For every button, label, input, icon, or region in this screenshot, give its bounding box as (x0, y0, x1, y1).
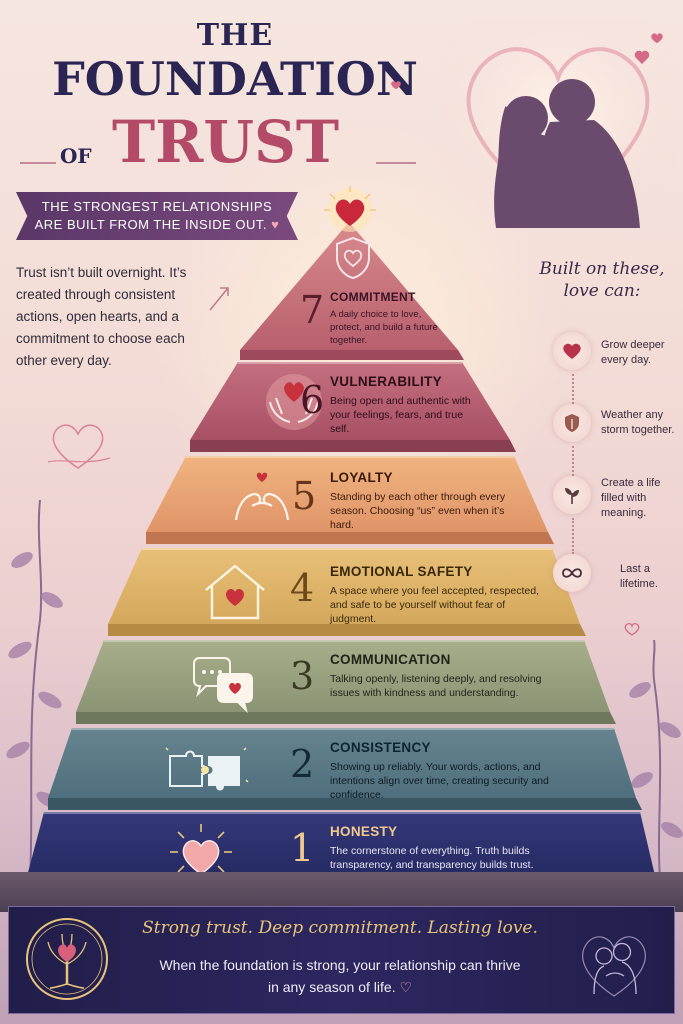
small-heart-icon (624, 622, 640, 636)
pyramid-tier-2 (48, 728, 648, 818)
benefit-text-2: Weather any storm together. (601, 409, 675, 436)
benefit-connector (572, 518, 574, 554)
couple-silhouette-icon (440, 18, 676, 228)
footer-text: When the foundation is strong, your rela… (140, 954, 540, 998)
benefit-sprout-icon (553, 476, 591, 514)
title-of: OF (60, 144, 92, 168)
tier-face (240, 222, 458, 350)
title-the: THE (196, 18, 274, 53)
tree-heart-emblem-icon (26, 918, 108, 1000)
footer-heart-icon: ♡ (399, 979, 413, 995)
tier-title-5: LOYALTY (330, 470, 393, 485)
title-trust: TRUST (112, 108, 339, 176)
glowing-heart-icon (166, 822, 236, 887)
benefit-infinity-icon (553, 554, 591, 592)
tier-description-5: Standing by each other through every sea… (330, 491, 506, 531)
tier-description-7: A daily choice to love, protect, and bui… (330, 309, 438, 346)
small-heart-icon (391, 81, 401, 90)
arrow-doodle-icon (209, 287, 229, 311)
tier-title-7: COMMITMENT (330, 290, 416, 304)
intro-heart-doodle-icon (47, 424, 111, 469)
benefit-connector (572, 374, 574, 404)
pyramid-tier-4 (108, 548, 592, 644)
house-heart-icon (200, 562, 270, 627)
tier-number-6: 6 (300, 378, 325, 422)
banner-line-2: ARE BUILT FROM THE INSIDE OUT. (34, 217, 268, 232)
tier-face (146, 456, 548, 532)
stone-ground (0, 872, 683, 912)
benefit-heart-icon (553, 332, 591, 370)
tier-description-2: Showing up reliably. Your words, actions… (330, 761, 549, 801)
sidebar-title: Built on these, love can: (532, 258, 672, 302)
tier-face (190, 362, 510, 440)
pinky-promise-icon (230, 470, 294, 531)
pyramid-tier-6 (190, 362, 522, 460)
intro-text: Trust isn’t built overnight. It’s create… (16, 265, 187, 368)
tier-title-6: VULNERABILITY (330, 374, 442, 389)
tier-description-3: Talking openly, listening deeply, and re… (330, 673, 542, 699)
tier-side (48, 798, 642, 810)
sidebar-title-line-1: Built on these, (539, 259, 665, 279)
tier-number-3: 3 (290, 654, 315, 698)
title-divider-right (376, 162, 416, 164)
tier-description-4: A space where you feel accepted, respect… (330, 585, 539, 625)
chat-bubbles-icon (188, 654, 258, 719)
subtitle-banner: THE STRONGEST RELATIONSHIPS ARE BUILT FR… (16, 192, 298, 240)
tier-face (48, 728, 636, 798)
tier-side (190, 440, 516, 452)
footer-panel (8, 906, 675, 1014)
banner-heart-icon: ♥ (271, 217, 280, 232)
tier-side (76, 712, 616, 724)
footer-tagline: Strong trust. Deep commitment. Lasting l… (142, 918, 538, 938)
small-heart-icon (651, 33, 663, 44)
benefit-text-4: Last a lifetime. (620, 563, 658, 590)
tier-side (240, 350, 464, 360)
tier-number-7: 7 (300, 288, 325, 332)
benefit-text-3: Create a life filled with meaning. (601, 477, 661, 519)
title-divider-left (20, 162, 56, 164)
tier-number-5: 5 (292, 474, 317, 518)
footer-text-line-1: When the foundation is strong, your rela… (159, 957, 521, 973)
pyramid-tier-5 (146, 456, 560, 552)
apex-glowing-heart-icon (322, 186, 378, 239)
leaf-branch-right-icon (629, 640, 683, 880)
tier-face (108, 548, 580, 624)
tier-title-2: CONSISTENCY (330, 740, 431, 755)
puzzle-icon (162, 742, 252, 803)
hands-heart-icon (262, 372, 326, 437)
shield-heart-icon (333, 236, 373, 285)
sidebar-title-line-2: love can: (563, 281, 641, 301)
title-foundation: FOUNDATION (52, 52, 418, 106)
tier-number-4: 4 (290, 566, 315, 610)
tier-number-1: 1 (290, 826, 315, 870)
benefit-shield-icon (553, 404, 591, 442)
pyramid-tier-7 (240, 222, 470, 368)
footer-text-line-2: in any season of life. (267, 979, 396, 995)
tier-description-1: The cornerstone of everything. Truth bui… (330, 845, 534, 871)
tier-side (108, 624, 586, 636)
footer-couple-line-icon (582, 936, 646, 997)
tier-face (26, 812, 656, 880)
tier-title-1: HONESTY (330, 824, 398, 839)
tier-description-6: Being open and authentic with your feeli… (330, 395, 471, 435)
tier-number-2: 2 (290, 742, 315, 786)
tier-side (146, 532, 554, 544)
benefit-text-1: Grow deeper every day. (601, 339, 665, 366)
benefit-connector (572, 446, 574, 476)
tier-title-4: EMOTIONAL SAFETY (330, 564, 473, 579)
tier-title-3: COMMUNICATION (330, 652, 451, 667)
banner-line-1: THE STRONGEST RELATIONSHIPS (41, 199, 273, 214)
